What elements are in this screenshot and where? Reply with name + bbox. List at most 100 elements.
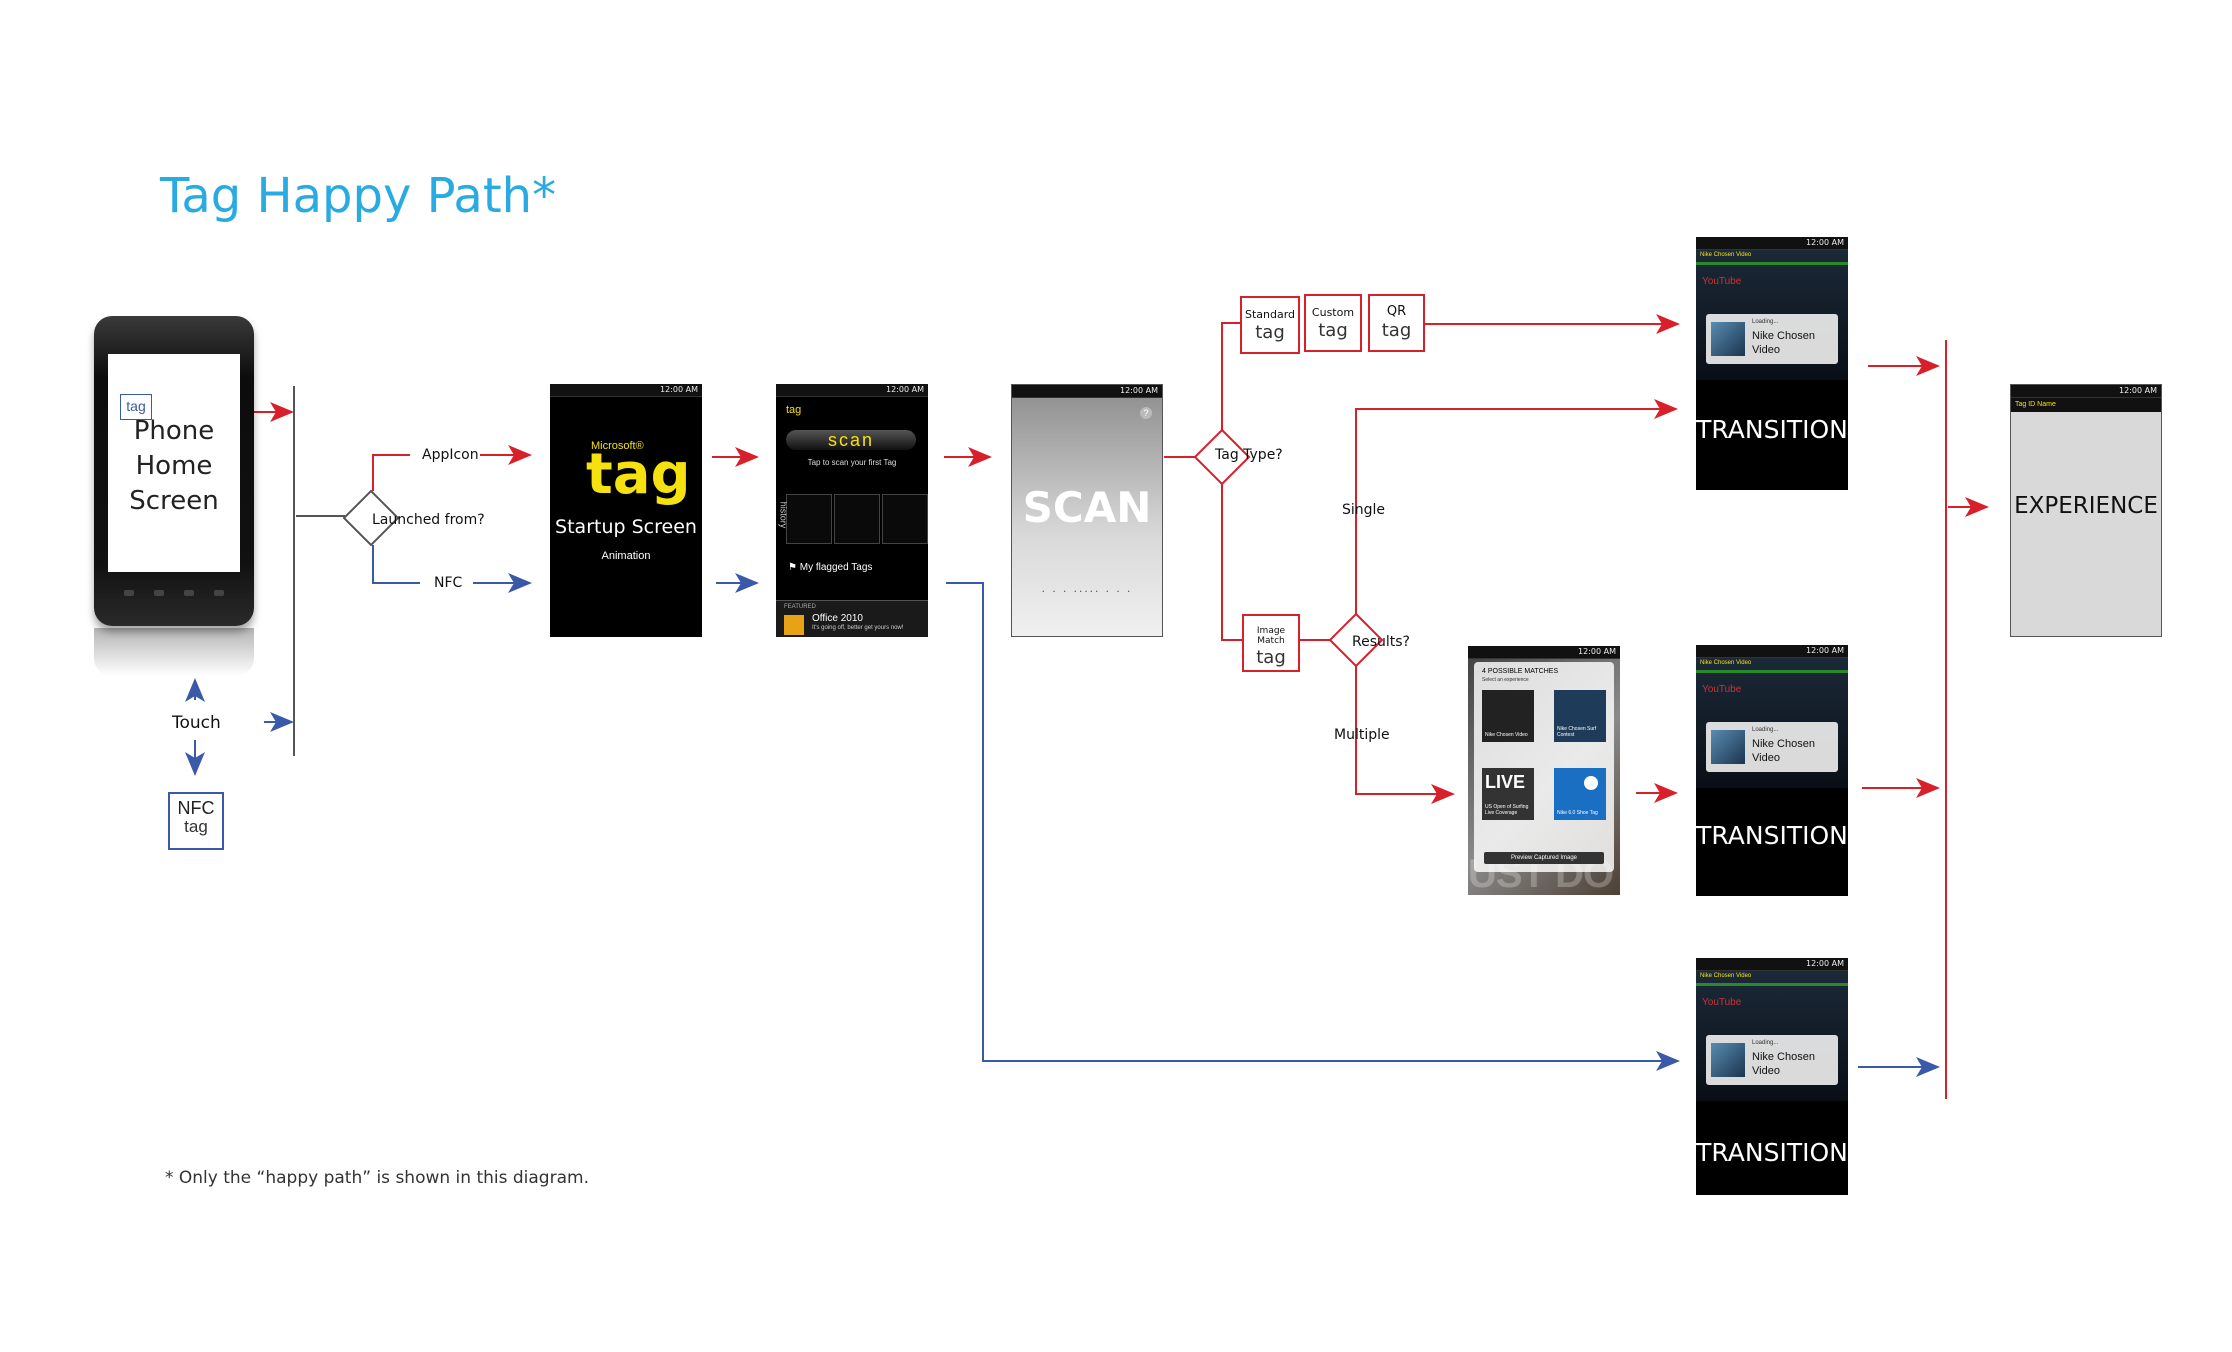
progress-bar (1696, 983, 1848, 986)
match-item[interactable]: Nike Chosen Video (1482, 690, 1534, 742)
progress-bar (1696, 262, 1848, 265)
video-area: Nike Chosen Video YouTube Loading... Nik… (1696, 658, 1848, 788)
video-header: Nike Chosen Video (1700, 973, 1752, 979)
multiple-label: Multiple (1334, 727, 1390, 743)
tag-app-icon[interactable]: tag (120, 394, 152, 420)
history-strip (786, 494, 928, 544)
nfc-tag-box: NFC tag (168, 792, 224, 850)
scan-hint: Tap to scan your first Tag (807, 458, 897, 467)
video-title-line: Nike Chosen (1752, 738, 1815, 750)
status-bar: 12:00 AM (1696, 958, 1848, 971)
video-title-line: Nike Chosen (1752, 1051, 1815, 1063)
video-title-line: Nike Chosen (1752, 330, 1815, 342)
phone-label: Phone Home Screen (108, 414, 240, 519)
transition-screen-middle: 12:00 AM Nike Chosen Video YouTube Loadi… (1696, 645, 1848, 896)
matches-heading: 4 POSSIBLE MATCHES (1482, 668, 1559, 675)
featured-title: Office 2010 (812, 613, 863, 624)
tag-type-name: Standard (1244, 308, 1296, 321)
video-title-line: Video (1752, 344, 1780, 356)
preview-captured-image-button[interactable]: Preview Captured Image (1484, 852, 1604, 864)
match-item[interactable]: LIVE US Open of Surfing Live Coverage (1482, 768, 1534, 820)
tag-glyph: tag (1381, 320, 1412, 341)
tag-type-name: Image Match (1256, 626, 1286, 646)
phone-reflection (94, 628, 254, 676)
loading-text: Loading... (1752, 319, 1779, 325)
live-icon: LIVE (1485, 772, 1526, 792)
video-area: Nike Chosen Video YouTube Loading... Nik… (1696, 250, 1848, 380)
tag-glyph: tag (1256, 647, 1286, 668)
scan-screen: 12:00 AM ? SCAN . . . ..... . . . (1011, 384, 1163, 637)
match-item[interactable]: Nike 6.0 Shoe Tag (1554, 768, 1606, 820)
appicon-label: AppIcon (422, 447, 479, 463)
nfc-box-line1: NFC (177, 798, 215, 818)
startup-caption: Startup Screen (555, 516, 697, 538)
video-header: Nike Chosen Video (1700, 660, 1752, 666)
phone-label-line: Phone (133, 416, 215, 446)
phone-label-line: Home (135, 451, 213, 481)
page-title: Tag Happy Path* (160, 168, 557, 224)
matches-sub: Select an experience (1482, 677, 1529, 683)
status-bar: 12:00 AM (1696, 237, 1848, 250)
match-item[interactable]: Nike Chosen Surf Contest (1554, 690, 1606, 742)
scan-button[interactable]: scan (786, 430, 916, 450)
video-header: Nike Chosen Video (1700, 252, 1752, 258)
video-title-line: Video (1752, 1065, 1780, 1077)
status-bar: 12:00 AM (1468, 646, 1620, 659)
transition-caption: TRANSITION (1696, 821, 1848, 850)
featured-panel[interactable]: FEATURED Office 2010 It's going off, bet… (776, 600, 928, 637)
flagged-tags-item[interactable]: ⚑ My flagged Tags (788, 562, 872, 573)
nfc-label: NFC (434, 575, 463, 591)
status-bar: 12:00 AM (776, 384, 928, 397)
status-bar: 12:00 AM (1696, 645, 1848, 658)
transition-caption: TRANSITION (1696, 1138, 1848, 1167)
matches-panel: 4 POSSIBLE MATCHES Select an experience … (1474, 662, 1614, 872)
tag-type-name: QR (1386, 304, 1407, 319)
transition-screen-bottom: 12:00 AM Nike Chosen Video YouTube Loadi… (1696, 958, 1848, 1195)
video-area: Nike Chosen Video YouTube Loading... Nik… (1696, 971, 1848, 1101)
youtube-logo: YouTube (1702, 997, 1742, 1008)
tag-type-name: Custom (1311, 306, 1355, 319)
featured-label: FEATURED (784, 604, 816, 610)
startup-brand: Microsoft® (591, 440, 644, 452)
app-brand: tag (786, 404, 802, 416)
phone-buttons (124, 590, 224, 602)
footnote: * Only the “happy path” is shown in this… (165, 1168, 589, 1188)
phone-device: tag Phone Home Screen (94, 316, 254, 626)
flag-icon: ⚑ (788, 562, 800, 573)
progress-bar (1696, 670, 1848, 673)
video-title-line: Video (1752, 752, 1780, 764)
history-tab[interactable]: history (778, 501, 789, 529)
transition-caption: TRANSITION (1696, 415, 1848, 444)
results-label: Results? (1352, 634, 1410, 650)
match-label: US Open of Surfing Live Coverage (1485, 804, 1529, 816)
matches-screen: 12:00 AM UST DO IT 4 POSSIBLE MATCHES Se… (1468, 646, 1620, 895)
loading-text: Loading... (1752, 1040, 1779, 1046)
loading-text: Loading... (1752, 727, 1779, 733)
phone-home-screen: tag Phone Home Screen (108, 354, 240, 572)
help-icon[interactable]: ? (1140, 407, 1152, 419)
touch-label: Touch (172, 713, 221, 733)
scan-progress-dots: . . . ..... . . . (1041, 581, 1133, 595)
video-thumbnail (1711, 1043, 1745, 1077)
match-label: Nike 6.0 Shoe Tag (1557, 810, 1598, 816)
youtube-logo: YouTube (1702, 684, 1742, 695)
launched-from-label: Launched from? (372, 512, 485, 528)
tag-glyph: tag (1318, 320, 1348, 341)
flagged-label: My flagged Tags (799, 562, 873, 573)
experience-caption: EXPERIENCE (2014, 493, 2158, 519)
phone-label-line: Screen (129, 486, 219, 516)
youtube-logo: YouTube (1702, 276, 1742, 287)
office-icon (784, 615, 804, 635)
video-thumbnail (1711, 730, 1745, 764)
tag-type-label: Tag Type? (1215, 447, 1283, 463)
